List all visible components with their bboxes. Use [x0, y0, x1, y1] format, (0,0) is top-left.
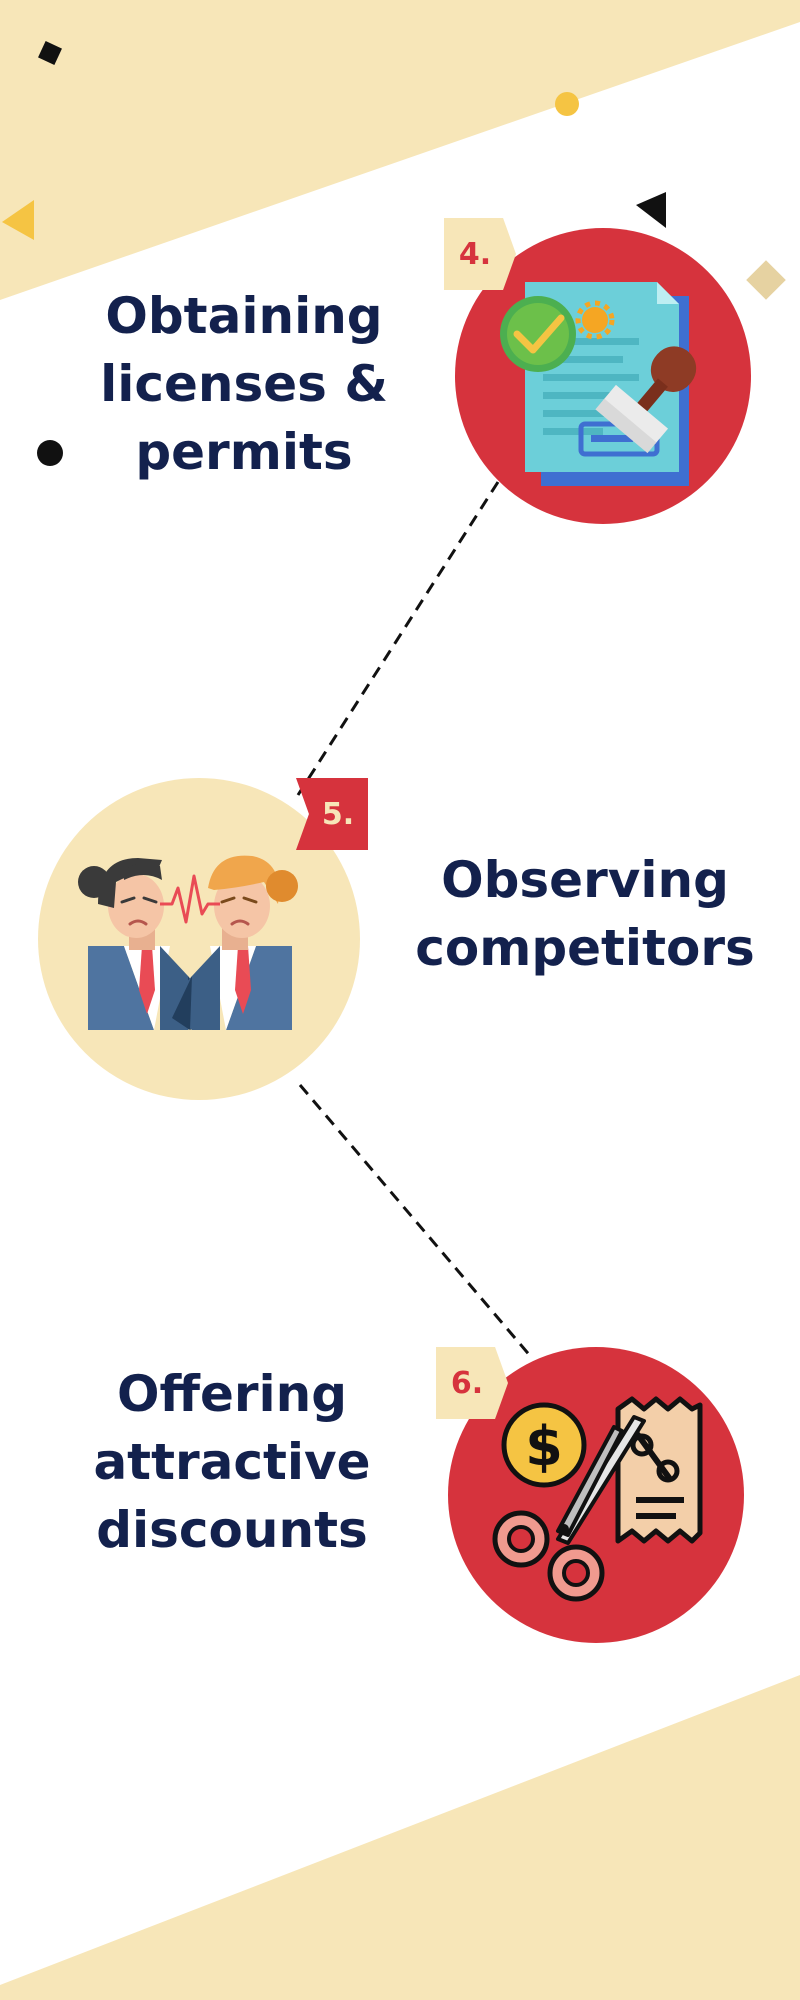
top-cream-band: [0, 0, 800, 300]
dashed-connector-2: [298, 1084, 534, 1359]
step-5-title-line-1: Observing: [441, 851, 729, 909]
step-6-title: Offering attractive discounts: [72, 1360, 392, 1564]
step-6-title-line-2: attractive: [93, 1433, 371, 1491]
black-square-shape: [38, 41, 62, 65]
cream-diamond-shape: [746, 260, 786, 300]
step-6-title-line-1: Offering: [116, 1365, 348, 1423]
step-5-title-line-2: competitors: [415, 919, 755, 977]
bottom-cream-band: [0, 1675, 800, 2000]
license-permit-document-icon: [455, 228, 751, 524]
svg-text:$: $: [525, 1415, 563, 1478]
step-4-title: Obtaining licenses & permits: [84, 282, 404, 486]
step-4-title-line-3: permits: [135, 423, 353, 481]
competitors-businessmen-icon: [38, 778, 360, 1100]
step-4-number-badge: 4.: [444, 218, 516, 290]
black-triangle-shape: [636, 192, 666, 228]
step-5-title: Observing competitors: [385, 846, 785, 982]
dashed-connector-1: [296, 481, 500, 796]
black-dot-shape: [37, 440, 63, 466]
step-6-title-line-3: discounts: [96, 1501, 368, 1559]
yellow-dot-shape: [555, 92, 579, 116]
step-4-title-line-1: Obtaining: [105, 287, 383, 345]
step-6-number-badge: 6.: [436, 1347, 508, 1419]
discount-coupon-scissors-icon: $: [448, 1347, 744, 1643]
yellow-triangle-shape: [2, 200, 34, 240]
step-4-title-line-2: licenses &: [100, 355, 388, 413]
